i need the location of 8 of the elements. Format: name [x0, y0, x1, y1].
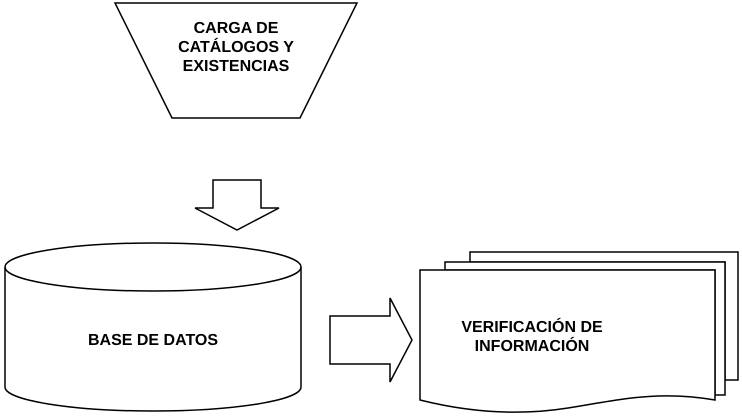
- node-label: VERIFICACIÓN DE INFORMACIÓN: [460, 318, 604, 356]
- block-arrow: [329, 297, 413, 383]
- multi-document-shape: [418, 250, 740, 415]
- database-cylinder: [4, 243, 302, 413]
- node-label: CARGA DE CATÁLOGOS Y EXISTENCIAS: [177, 19, 295, 76]
- node-label: BASE DE DATOS: [86, 331, 220, 350]
- block-arrow: [194, 179, 280, 231]
- manual-operation-trapezoid: [115, 3, 357, 118]
